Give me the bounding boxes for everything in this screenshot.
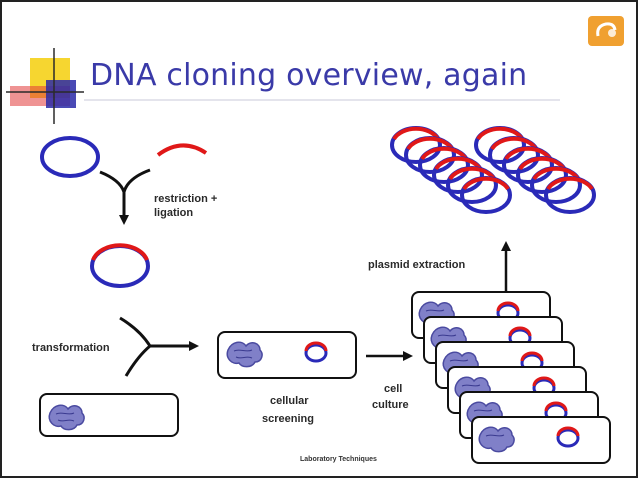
extracted-plasmid-pile (390, 126, 596, 214)
plasmid-ring (488, 136, 540, 174)
insert-fragment (156, 143, 208, 157)
ligation-label: ligation (154, 207, 194, 219)
transformed-cell (217, 331, 357, 379)
slide-title: DNA cloning overview, again (90, 58, 528, 93)
title-accent-logo-icon (6, 48, 84, 124)
plasmid-ring (530, 166, 582, 204)
plasmid-ring (432, 156, 484, 194)
transformation-label: transformation (32, 342, 110, 354)
vector-plasmid (40, 136, 100, 178)
plasmid-extraction-label: plasmid extraction (368, 259, 466, 271)
plasmid-ring (418, 146, 470, 184)
cellular-label: cellular (270, 395, 309, 407)
restriction-label: restriction + (154, 193, 218, 205)
screening-label: screening (262, 413, 314, 425)
plasmid-ring (544, 176, 596, 214)
corner-logo-icon (588, 16, 624, 46)
plasmid-ring (516, 156, 568, 194)
plasmid-ring (502, 146, 554, 184)
culture-cell (471, 416, 611, 464)
culture-label: culture (372, 399, 409, 411)
culture-cell-stack (411, 291, 611, 464)
plasmid-ring (460, 176, 512, 214)
ligation-merge-arrow (99, 168, 151, 225)
cell-label: cell (384, 383, 403, 395)
transformation-arrow (119, 316, 199, 377)
recombinant-plasmid (90, 243, 150, 288)
plasmid-ring (404, 136, 456, 174)
plasmid-ring (390, 126, 442, 164)
footer-text: Laboratory Techniques (300, 456, 377, 463)
host-cell (39, 393, 179, 437)
plasmid-ring (446, 166, 498, 204)
plasmid-ring (474, 126, 526, 164)
